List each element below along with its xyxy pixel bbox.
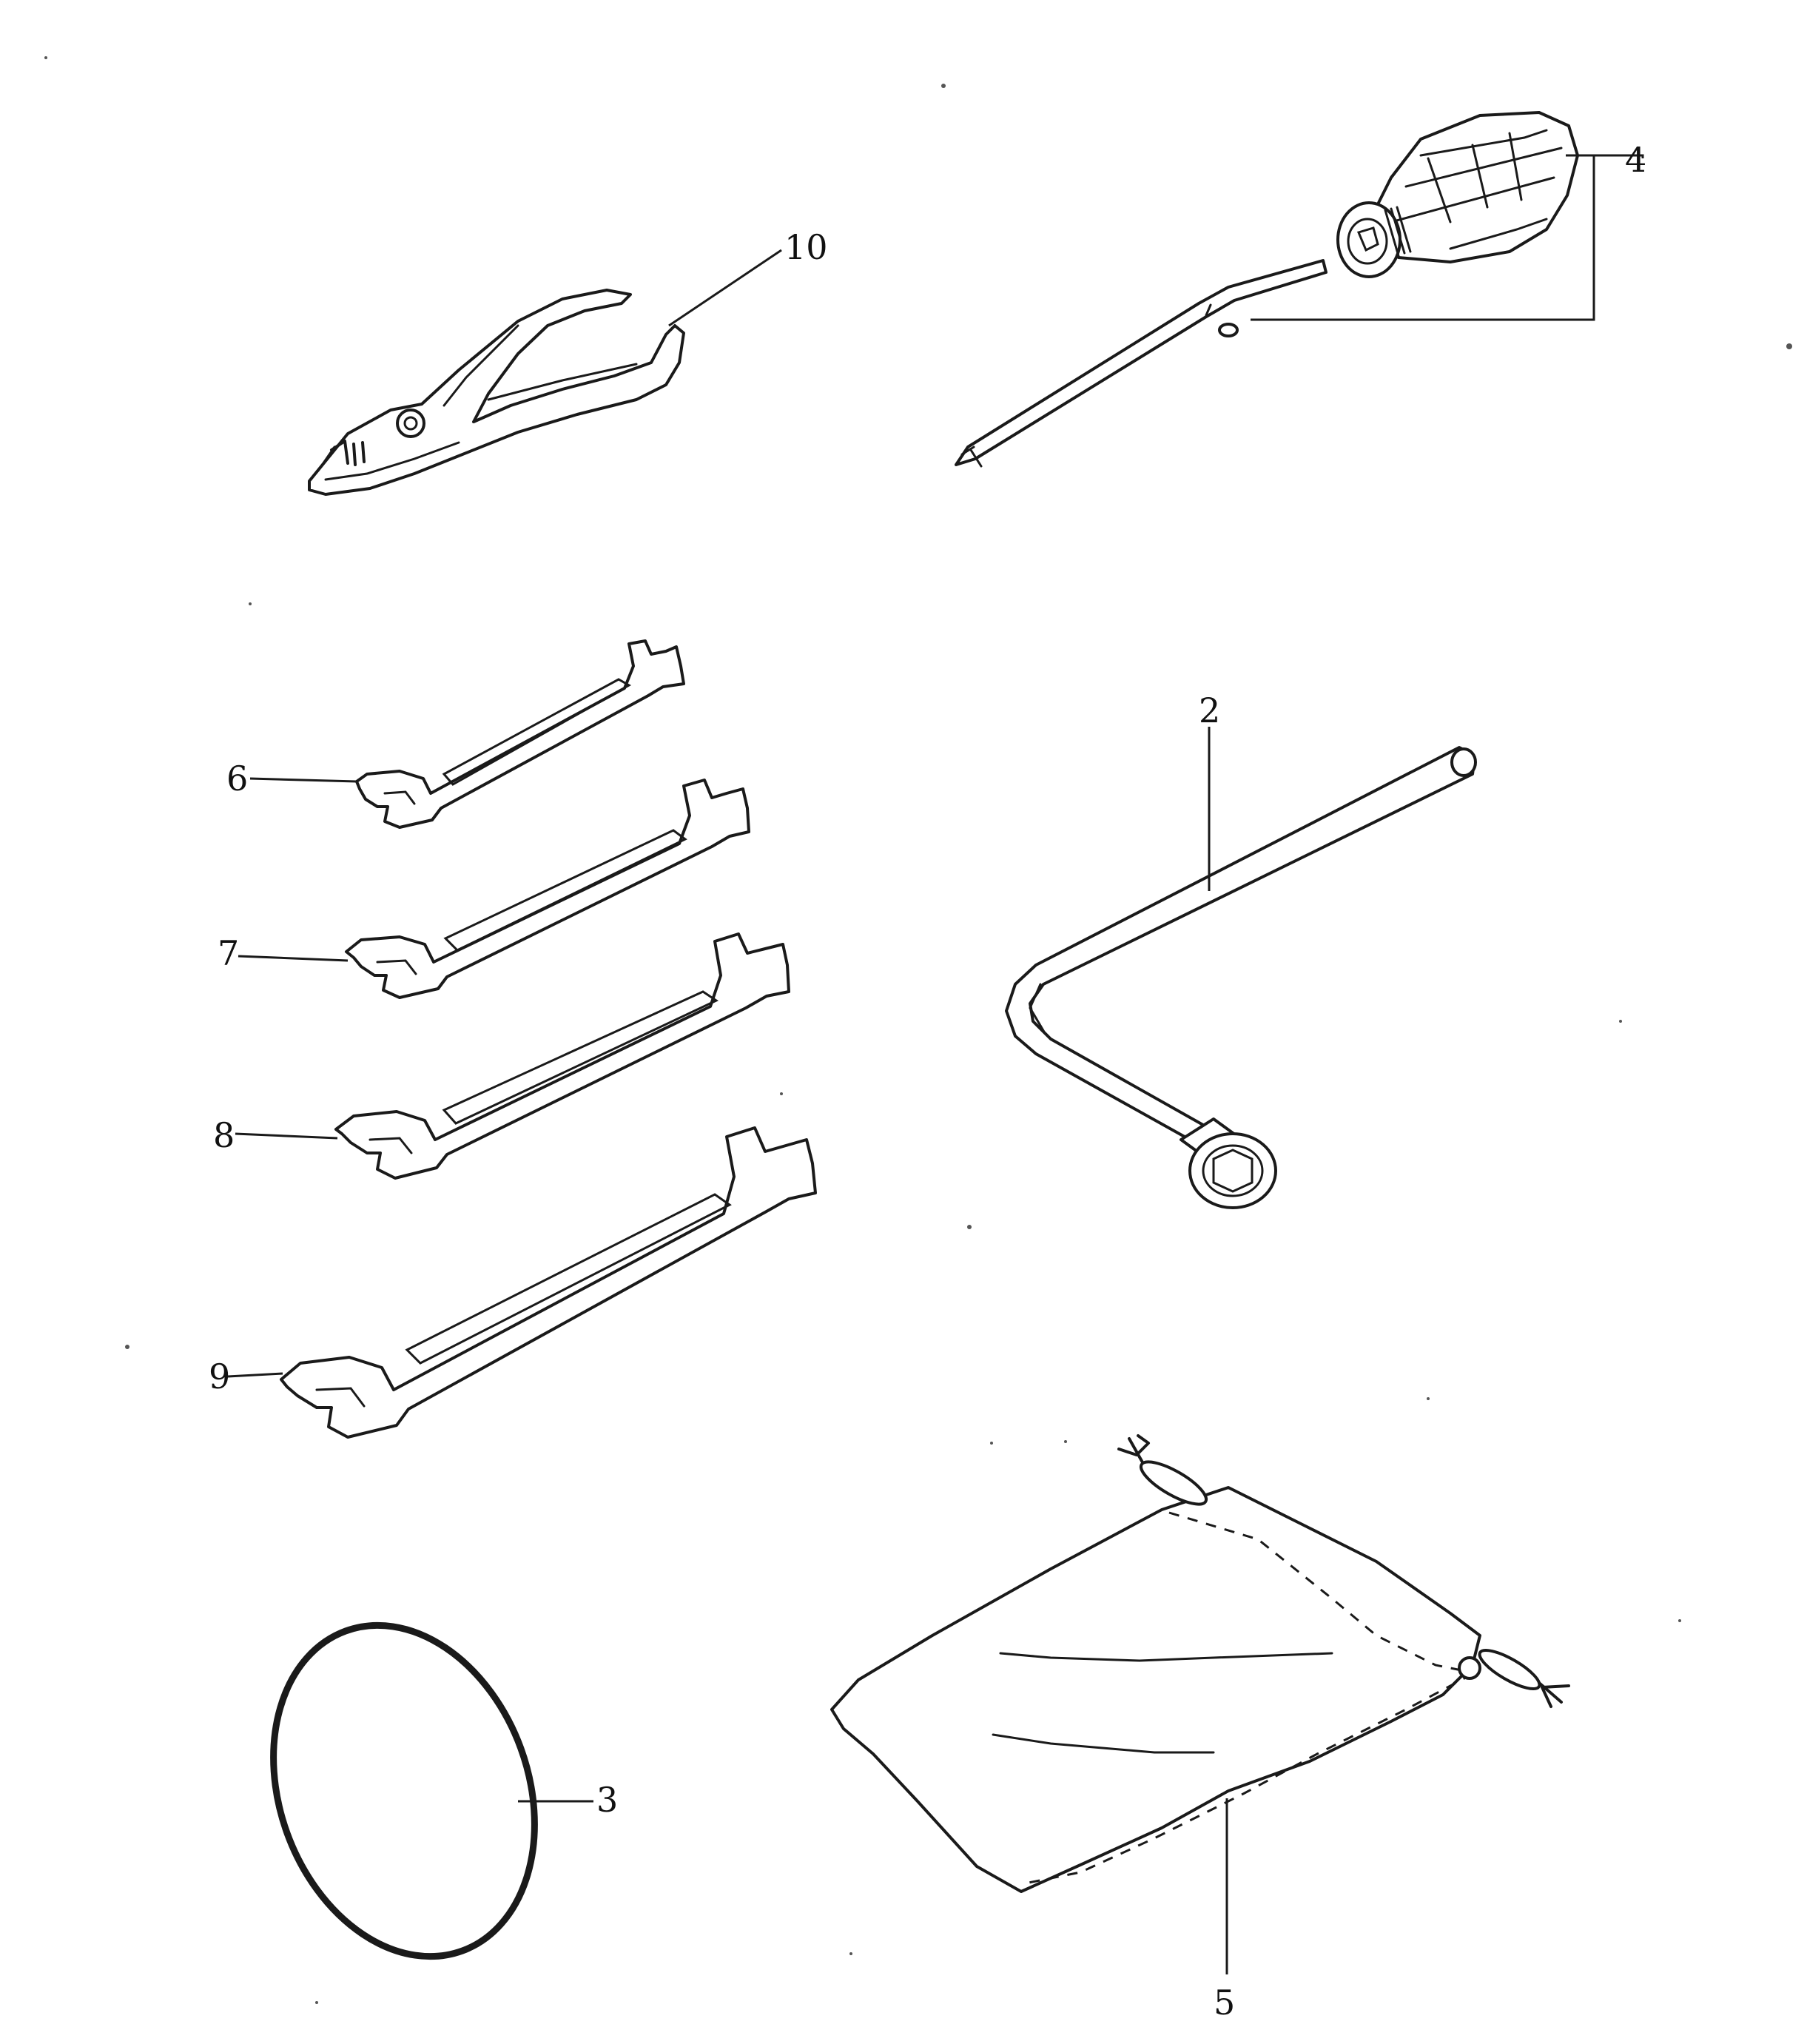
- callout-10: 10: [784, 227, 828, 267]
- callout-6: 6: [226, 759, 248, 799]
- callout-9: 9: [209, 1356, 230, 1396]
- socket-wrench-drawing: [1005, 746, 1477, 1209]
- leader-6: [249, 777, 357, 783]
- leader-10: [668, 249, 782, 327]
- callout-4: 4: [1625, 140, 1646, 180]
- scan-specks: [44, 56, 1792, 2004]
- leader-9: [227, 1372, 283, 1378]
- leader-4: [1251, 154, 1644, 321]
- tool-bag-drawing: [830, 1434, 1570, 1893]
- wrench-8-drawing: [334, 932, 790, 1180]
- screwdriver-drawing: [955, 111, 1579, 468]
- wrench-6-drawing: [355, 639, 685, 829]
- callout-8: 8: [213, 1115, 235, 1155]
- o-ring-drawing: [270, 1621, 538, 1960]
- pliers-drawing: [308, 289, 685, 496]
- callout-2: 2: [1199, 690, 1220, 730]
- callout-3: 3: [596, 1780, 618, 1820]
- wrench-7-drawing: [345, 779, 750, 999]
- callout-7: 7: [218, 933, 239, 973]
- callout-5: 5: [1214, 1983, 1235, 2023]
- leader-7: [238, 955, 349, 962]
- leader-8: [235, 1132, 338, 1140]
- wrench-9-drawing: [280, 1126, 817, 1439]
